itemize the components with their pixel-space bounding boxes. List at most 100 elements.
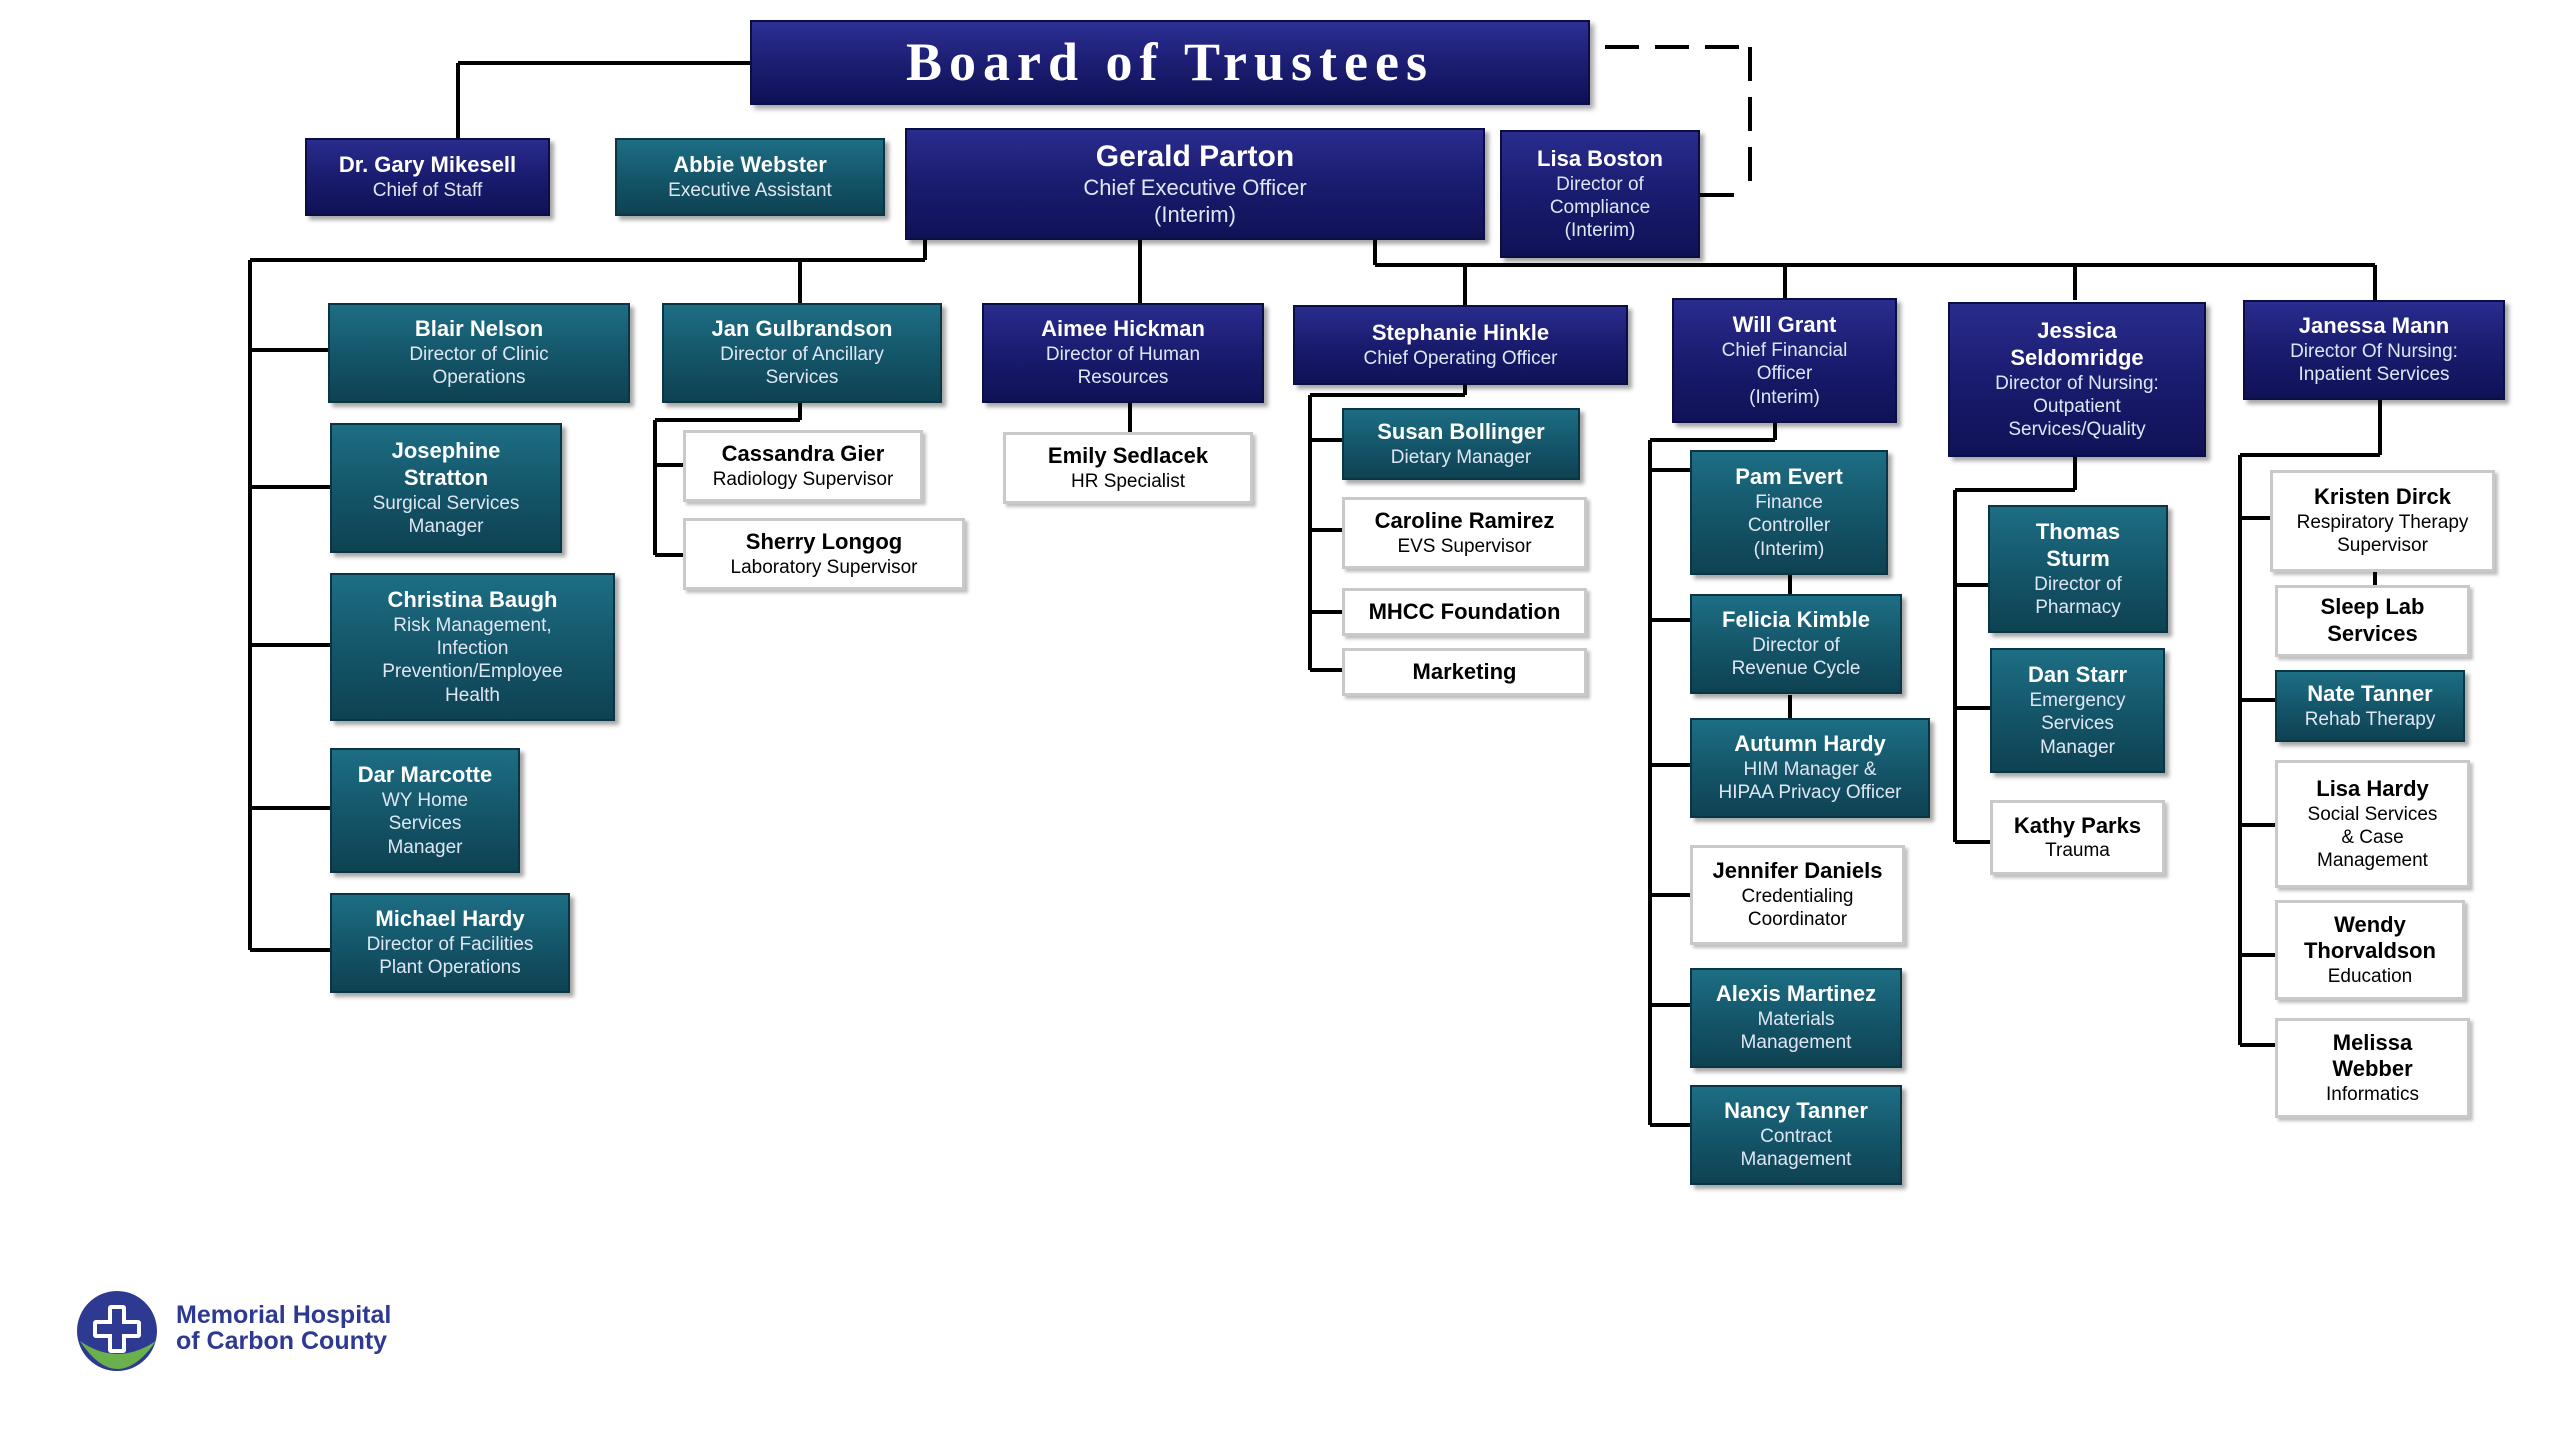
cross-shield-icon	[77, 1291, 157, 1371]
position-title: Director Of Nursing: Inpatient Services	[2290, 341, 2458, 386]
person-name: Aimee Hickman	[1041, 316, 1205, 342]
person-name: Janessa Mann	[2298, 313, 2450, 339]
person-name: Sleep Lab Services	[2320, 594, 2425, 646]
person-name: Christina Baugh	[387, 587, 558, 613]
position-title: Radiology Supervisor	[712, 468, 894, 490]
position-title: Director of Pharmacy	[2034, 573, 2122, 618]
person-name: Susan Bollinger	[1377, 419, 1545, 444]
person-name: Dar Marcotte	[357, 762, 493, 788]
person-name: Gerald Parton	[1095, 139, 1295, 173]
person-name: Kristen Dirck	[2314, 484, 2451, 510]
person-name: Lisa Boston	[1537, 145, 1663, 171]
person-name: Pam Evert	[1735, 464, 1843, 490]
person-name: Melissa Webber	[2332, 1029, 2413, 1082]
person-name: Jan Gulbrandson	[711, 316, 893, 342]
position-title: Director of Nursing: Outpatient Services…	[1995, 372, 2159, 440]
position-title: EVS Supervisor	[1397, 535, 1532, 557]
position-title: HR Specialist	[1070, 470, 1186, 492]
hospital-name: Memorial Hospital of Carbon County	[176, 1302, 391, 1355]
person-name: Felicia Kimble	[1722, 607, 1870, 633]
person-name: Nate Tanner	[2307, 681, 2433, 706]
position-title: Credentialing Coordinator	[1741, 886, 1854, 931]
person-name: Jennifer Daniels	[1712, 858, 1883, 884]
person-name: MHCC Foundation	[1368, 598, 1561, 624]
position-title: WY Home Services Manager	[381, 790, 469, 858]
person-name: Emily Sedlacek	[1047, 443, 1209, 468]
position-title: Rehab Therapy	[2304, 708, 2436, 730]
person-name: Board of Trustees	[906, 31, 1434, 92]
position-title: Director of Ancillary Services	[720, 344, 884, 389]
org-box-mhcc-foundation: MHCC Foundation	[1342, 588, 1587, 636]
person-name: Josephine Stratton	[391, 438, 501, 490]
person-name: Marketing	[1412, 658, 1517, 684]
position-title: Director of Revenue Cycle	[1731, 635, 1861, 680]
position-title: Chief Executive Officer (Interim)	[1083, 175, 1307, 228]
position-title: Finance Controller (Interim)	[1747, 492, 1831, 560]
position-title: Chief Operating Officer	[1363, 347, 1558, 369]
position-title: Surgical Services Manager	[372, 492, 520, 537]
person-name: Cassandra Gier	[721, 441, 885, 466]
person-name: Dan Starr	[2027, 662, 2128, 688]
hospital-name-line1: Memorial Hospital	[176, 1301, 392, 1329]
org-box-sleep-lab-services: Sleep Lab Services	[2275, 585, 2470, 657]
person-name: Abbie Webster	[673, 152, 827, 177]
org-box-marketing: Marketing	[1342, 648, 1587, 696]
position-title: HIM Manager & HIPAA Privacy Officer	[1718, 759, 1902, 804]
position-title: Chief of Staff	[372, 179, 483, 201]
person-name: Kathy Parks	[2013, 812, 2142, 838]
position-title: Dietary Manager	[1390, 446, 1532, 468]
hospital-logo	[70, 1285, 410, 1385]
position-title: Executive Assistant	[668, 179, 832, 201]
person-name: Autumn Hardy	[1734, 731, 1886, 757]
person-name: Sherry Longog	[745, 529, 903, 554]
person-name: Will Grant	[1732, 312, 1837, 338]
person-name: Blair Nelson	[414, 316, 544, 342]
position-title: Laboratory Supervisor	[730, 556, 918, 578]
person-name: Stephanie Hinkle	[1371, 320, 1550, 345]
position-title: Respiratory Therapy Supervisor	[2296, 512, 2469, 557]
person-name: Dr. Gary Mikesell	[338, 152, 517, 177]
position-title: Director of Human Resources	[1045, 344, 1201, 389]
position-title: Director of Compliance (Interim)	[1549, 173, 1651, 241]
person-name: Nancy Tanner	[1724, 1098, 1868, 1124]
position-title: Social Services & Case Management	[2307, 803, 2438, 871]
org-box-board-of-trustees: Board of Trustees	[750, 20, 1590, 105]
position-title: Education	[2327, 966, 2413, 988]
position-title: Risk Management, Infection Prevention/Em…	[382, 615, 563, 706]
position-title: Materials Management	[1740, 1009, 1852, 1054]
position-title: Emergency Services Manager	[2029, 690, 2126, 758]
person-name: Jessica Seldomridge	[2010, 317, 2144, 370]
person-name: Michael Hardy	[375, 906, 525, 932]
position-title: Chief Financial Officer (Interim)	[1721, 340, 1848, 408]
